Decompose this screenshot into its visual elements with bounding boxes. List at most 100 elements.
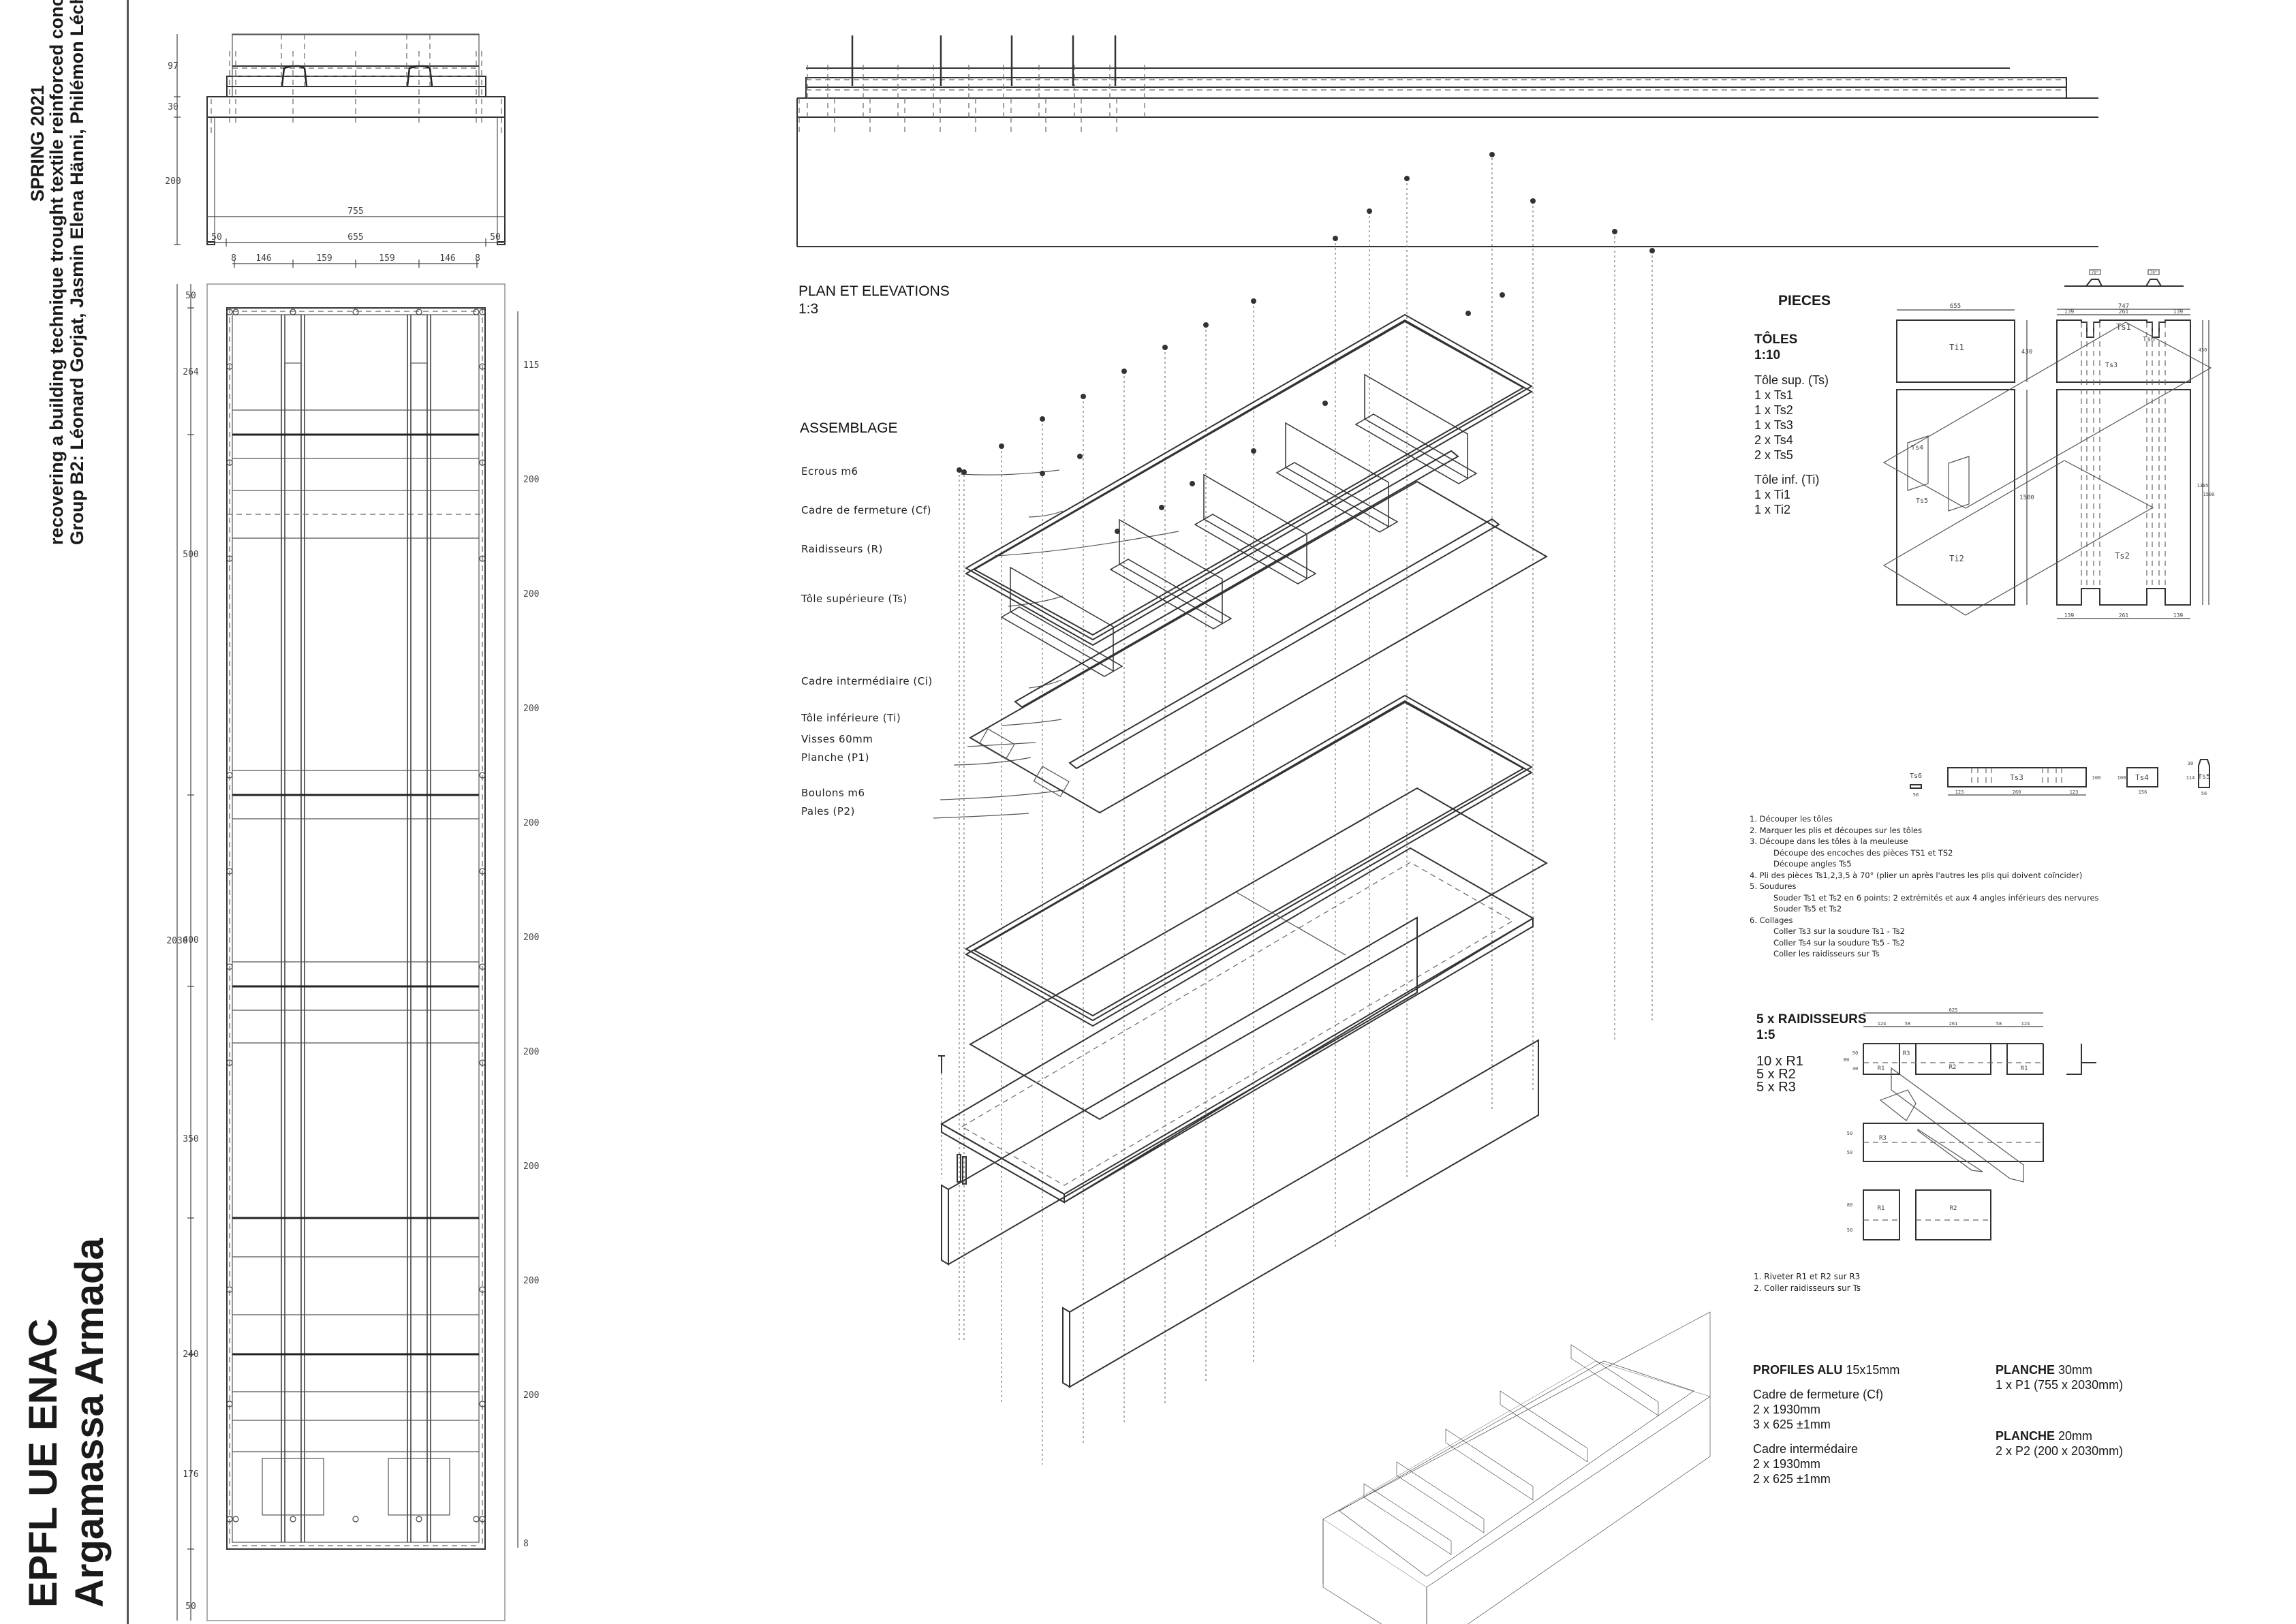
plan-rdim-7: 200 xyxy=(523,1161,539,1172)
plan-view-drawing: 2030 50 264 500 400 350 240 176 50 115 2… xyxy=(166,283,539,1621)
sidebar-divider xyxy=(127,0,129,1624)
callout-tole-superieure: Tôle supérieure (Ts) xyxy=(801,593,907,605)
cf-item: 3 x 625 ±1mm xyxy=(1753,1418,1831,1431)
toles-heading: TÔLES xyxy=(1754,332,1798,347)
elev-dim-655: 655 xyxy=(347,232,363,243)
dim-r-height: 80 xyxy=(1847,1202,1852,1208)
course-title: EPFL UE ENAC xyxy=(21,1318,65,1608)
label-ts5: Ts5 xyxy=(1916,497,1928,505)
raidisseur-step: 2. Coller raidisseurs sur Ts xyxy=(1754,1283,1861,1293)
elev-dim-30: 30 xyxy=(168,102,179,112)
toles-list: TÔLES 1:10 Tôle sup. (Ts) 1 x Ts1 1 x Ts… xyxy=(1754,332,1829,517)
dim-r-height: 30 xyxy=(1852,1066,1858,1072)
season-label: SPRING 2021 xyxy=(27,85,48,202)
plan-rdim-5: 200 xyxy=(523,933,539,943)
raidisseurs-heading: 5 x RAIDISSEURS xyxy=(1756,1012,1867,1027)
label-ti2: Ti2 xyxy=(1949,554,1964,563)
dim-ts5: 114 xyxy=(2186,775,2195,781)
dim-ts-bottom: 261 xyxy=(2119,612,2129,619)
callout-pales-p2: Pales (P2) xyxy=(801,805,855,817)
elev-dim-200: 200 xyxy=(165,176,181,187)
p1-item: 1 x P1 (755 x 2030mm) xyxy=(1996,1378,2124,1392)
raidisseurs-steps: 1. Riveter R1 et R2 sur R3 2. Coller rai… xyxy=(1754,1271,1861,1294)
raidisseurs-scale: 1:5 xyxy=(1756,1028,1775,1042)
toles-scale: 1:10 xyxy=(1754,348,1781,362)
dim-ts-bottom: 139 xyxy=(2173,612,2184,619)
dim-ts-right: 430 xyxy=(2199,347,2207,353)
dim-ts3: 260 xyxy=(2013,790,2021,795)
plan-dim-350: 350 xyxy=(183,1134,198,1144)
step-item: 5. Soudures xyxy=(1750,881,1797,891)
step-item: 6. Collages xyxy=(1750,915,1793,925)
plan-rdim-10: 8 xyxy=(523,1539,529,1549)
label-r1: R1 xyxy=(2021,1065,2028,1072)
dim-r-height: 50 xyxy=(1847,1150,1852,1155)
profiles-alu-list: PROFILES ALU 15x15mm Cadre de fermeture … xyxy=(1753,1362,1899,1486)
step-item: 4. Pli des pièces Ts1,2,3,5 à 70° (plier… xyxy=(1750,870,2083,880)
elev-dim-755: 755 xyxy=(347,206,363,217)
dim-ts3-height: 100 xyxy=(2092,775,2101,781)
p2-item: 2 x P2 (200 x 2030mm) xyxy=(1996,1444,2124,1458)
step-subitem: Coller Ts4 sur la soudure Ts5 - Ts2 xyxy=(1773,937,1905,948)
p1-size: 30mm xyxy=(2058,1363,2093,1377)
plan-rdim-6: 200 xyxy=(523,1047,539,1057)
label-r2-flat: R2 xyxy=(1950,1205,1957,1212)
dim-ts5: 30 xyxy=(2188,761,2193,766)
callout-ecrous-m6: Ecrous m6 xyxy=(801,465,858,478)
exploded-axonometric-drawing xyxy=(933,152,1711,1624)
plan-dim-240: 240 xyxy=(183,1349,198,1360)
label-r3: R3 xyxy=(1903,1050,1910,1057)
angle-mark-right: 70° xyxy=(2150,270,2158,275)
p2-size: 20mm xyxy=(2058,1429,2093,1443)
plan-rdim-8: 200 xyxy=(523,1276,539,1286)
plan-rdim-4: 200 xyxy=(523,818,539,828)
side-elevation-drawing xyxy=(796,35,2098,247)
step-subitem: Souder Ts1 et Ts2 en 6 points: 2 extrémi… xyxy=(1773,892,2099,903)
ci-item: 2 x 625 ±1mm xyxy=(1753,1472,1831,1486)
dim-r-height: 80 xyxy=(1844,1057,1849,1063)
dim-ts-right: 1500 xyxy=(2203,492,2215,497)
label-r3-flat: R3 xyxy=(1879,1135,1887,1142)
step-subitem: Découpe angles Ts5 xyxy=(1773,859,1852,869)
dim-ts-top: 261 xyxy=(2119,309,2129,315)
label-r2: R2 xyxy=(1949,1064,1957,1071)
label-ts5-small: Ts5 xyxy=(2198,773,2210,781)
project-title: Argamassa Armada xyxy=(67,1238,112,1608)
dim-ti1-height: 430 xyxy=(2021,349,2032,356)
dim-ts6: 56 xyxy=(1913,792,1919,798)
elev-dim-159-left: 159 xyxy=(316,253,332,264)
ci-label: Cadre intermédaire xyxy=(1753,1442,1859,1456)
profiles-size: 15x15mm xyxy=(1846,1363,1900,1377)
label-ts3-small: Ts3 xyxy=(2010,773,2023,782)
elev-dim-97: 97 xyxy=(168,61,179,72)
label-r1-flat: R1 xyxy=(1878,1205,1885,1212)
dim-r-seg: 124 xyxy=(2021,1021,2030,1027)
dim-r-seg: 58 xyxy=(1996,1021,2002,1027)
planche-list: PLANCHE 30mm 1 x P1 (755 x 2030mm) PLANC… xyxy=(1996,1362,2123,1458)
label-ts2: Ts2 xyxy=(2115,551,2130,561)
pieces-title: PIECES xyxy=(1778,293,1831,309)
cf-label: Cadre de fermeture (Cf) xyxy=(1753,1388,1884,1401)
plan-rdim-1: 200 xyxy=(523,475,539,485)
cf-item: 2 x 1930mm xyxy=(1753,1403,1821,1416)
raidisseur-item: 5 x R2 xyxy=(1756,1067,1796,1082)
tole-sup-item: 2 x Ts5 xyxy=(1754,448,1793,462)
step-item: 1. Découper les tôles xyxy=(1750,814,1833,824)
tole-inf-item: 1 x Ti2 xyxy=(1754,503,1791,516)
elev-dim-50-left: 50 xyxy=(211,232,222,243)
front-elevation-drawing: 97 30 200 755 50 655 50 8 146 159 159 14… xyxy=(165,33,506,268)
raidisseurs-list: 5 x RAIDISSEURS 1:5 10 x R1 5 x R2 5 x R… xyxy=(1756,1012,1867,1094)
label-ts1: Ts1 xyxy=(2116,322,2131,332)
plan-rdim-0: 115 xyxy=(523,360,539,371)
elev-dim-146-left: 146 xyxy=(255,253,271,264)
tole-sup-item: 1 x Ts3 xyxy=(1754,418,1793,432)
plan-rdim-3: 200 xyxy=(523,704,539,714)
elev-dim-50-right: 50 xyxy=(490,232,501,243)
elev-dim-8-right: 8 xyxy=(475,253,480,264)
label-ts4: Ts4 xyxy=(1911,444,1923,452)
plan-dim-50-top: 50 xyxy=(185,291,196,301)
dim-ts-bottom: 139 xyxy=(2064,612,2075,619)
plan-elevations-title: PLAN ET ELEVATIONS xyxy=(798,283,950,299)
step-subitem: Découpe des encoches des pièces TS1 et T… xyxy=(1773,847,1953,858)
label-ts3: Ts3 xyxy=(2105,362,2117,369)
